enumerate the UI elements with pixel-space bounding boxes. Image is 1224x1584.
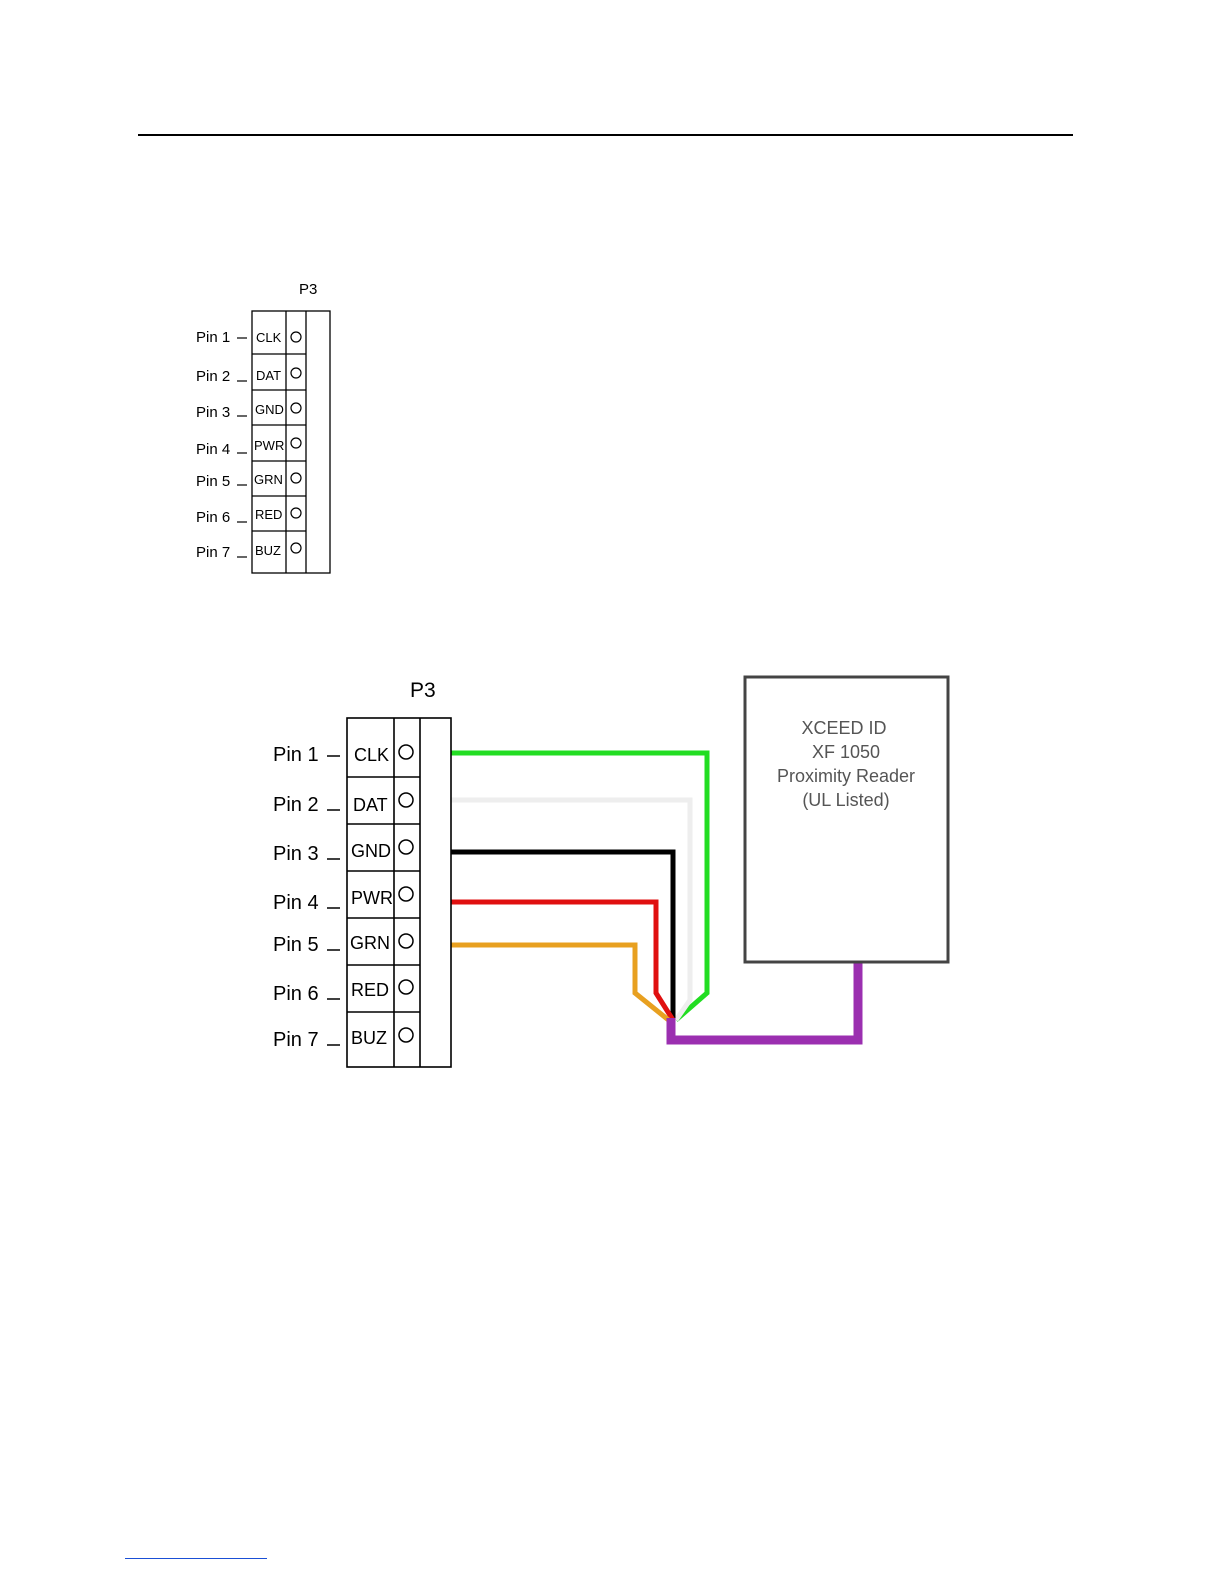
proximity-reader: XCEED ID XF 1050 Proximity Reader (UL Li… xyxy=(745,677,948,962)
small-pin-label: Pin 7 xyxy=(196,544,230,561)
reader-line-4: (UL Listed) xyxy=(802,790,889,810)
small-connector-diagram: P3 Pin 1 CLK Pin 2 DAT Pin 3 GND xyxy=(196,281,330,573)
reader-line-3: Proximity Reader xyxy=(777,766,915,786)
large-pin-signal: RED xyxy=(351,980,389,1000)
small-pin-label: Pin 2 xyxy=(196,368,230,385)
large-pin-label: Pin 2 xyxy=(273,794,319,816)
large-wiring-diagram: P3 Pin 1 CLK Pin 2 xyxy=(273,677,948,1067)
large-pin-label: Pin 5 xyxy=(273,934,319,956)
small-pin-signal: BUZ xyxy=(255,543,281,558)
wire-pin-2-white xyxy=(432,800,690,1020)
small-pin-label: Pin 1 xyxy=(196,329,230,346)
large-connector-title: P3 xyxy=(410,679,436,702)
large-pin-signal: BUZ xyxy=(351,1028,387,1048)
reader-line-1: XCEED ID xyxy=(801,718,886,738)
wire-pin-1-green xyxy=(432,753,707,1020)
small-pin-signal: GND xyxy=(255,402,284,417)
large-pin-label: Pin 3 xyxy=(273,843,319,865)
large-pin-signal: GND xyxy=(351,841,391,861)
large-pin-label: Pin 4 xyxy=(273,892,319,914)
small-pin-label: Pin 3 xyxy=(196,404,230,421)
small-pin-signal: CLK xyxy=(256,330,282,345)
wire-pin-5-orange xyxy=(432,945,671,1022)
small-pin-signal: GRN xyxy=(254,472,283,487)
large-pin-label: Pin 1 xyxy=(273,744,319,766)
small-pin-signal: RED xyxy=(255,507,282,522)
large-pin-signal: DAT xyxy=(353,795,388,815)
large-pin-label: Pin 7 xyxy=(273,1029,319,1051)
large-pin-signal: CLK xyxy=(354,745,389,765)
small-pin-label: Pin 5 xyxy=(196,473,230,490)
small-pin-label: Pin 4 xyxy=(196,441,230,458)
large-pin-label: Pin 6 xyxy=(273,983,319,1005)
reader-line-2: XF 1050 xyxy=(812,742,880,762)
small-pin-label: Pin 6 xyxy=(196,509,230,526)
small-connector-title: P3 xyxy=(299,281,317,298)
small-pin-signal: PWR xyxy=(254,438,284,453)
small-pin-signal: DAT xyxy=(256,368,281,383)
large-pin-signal: PWR xyxy=(351,888,393,908)
footnote-rule xyxy=(125,1558,267,1559)
large-pin-signal: GRN xyxy=(350,933,390,953)
